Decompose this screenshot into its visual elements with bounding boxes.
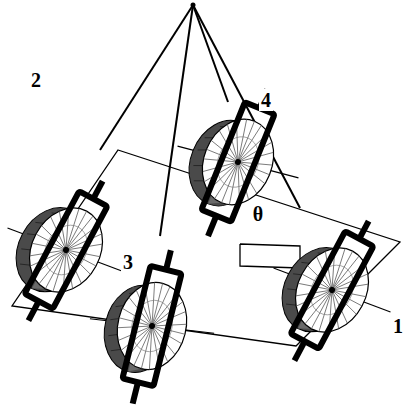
rotor-number: 2	[29, 69, 43, 91]
rotor-number: 4	[259, 89, 273, 111]
angle-label: θ	[251, 203, 265, 225]
rotor-number: 3	[121, 251, 135, 273]
rotor-number: 1	[391, 315, 405, 337]
